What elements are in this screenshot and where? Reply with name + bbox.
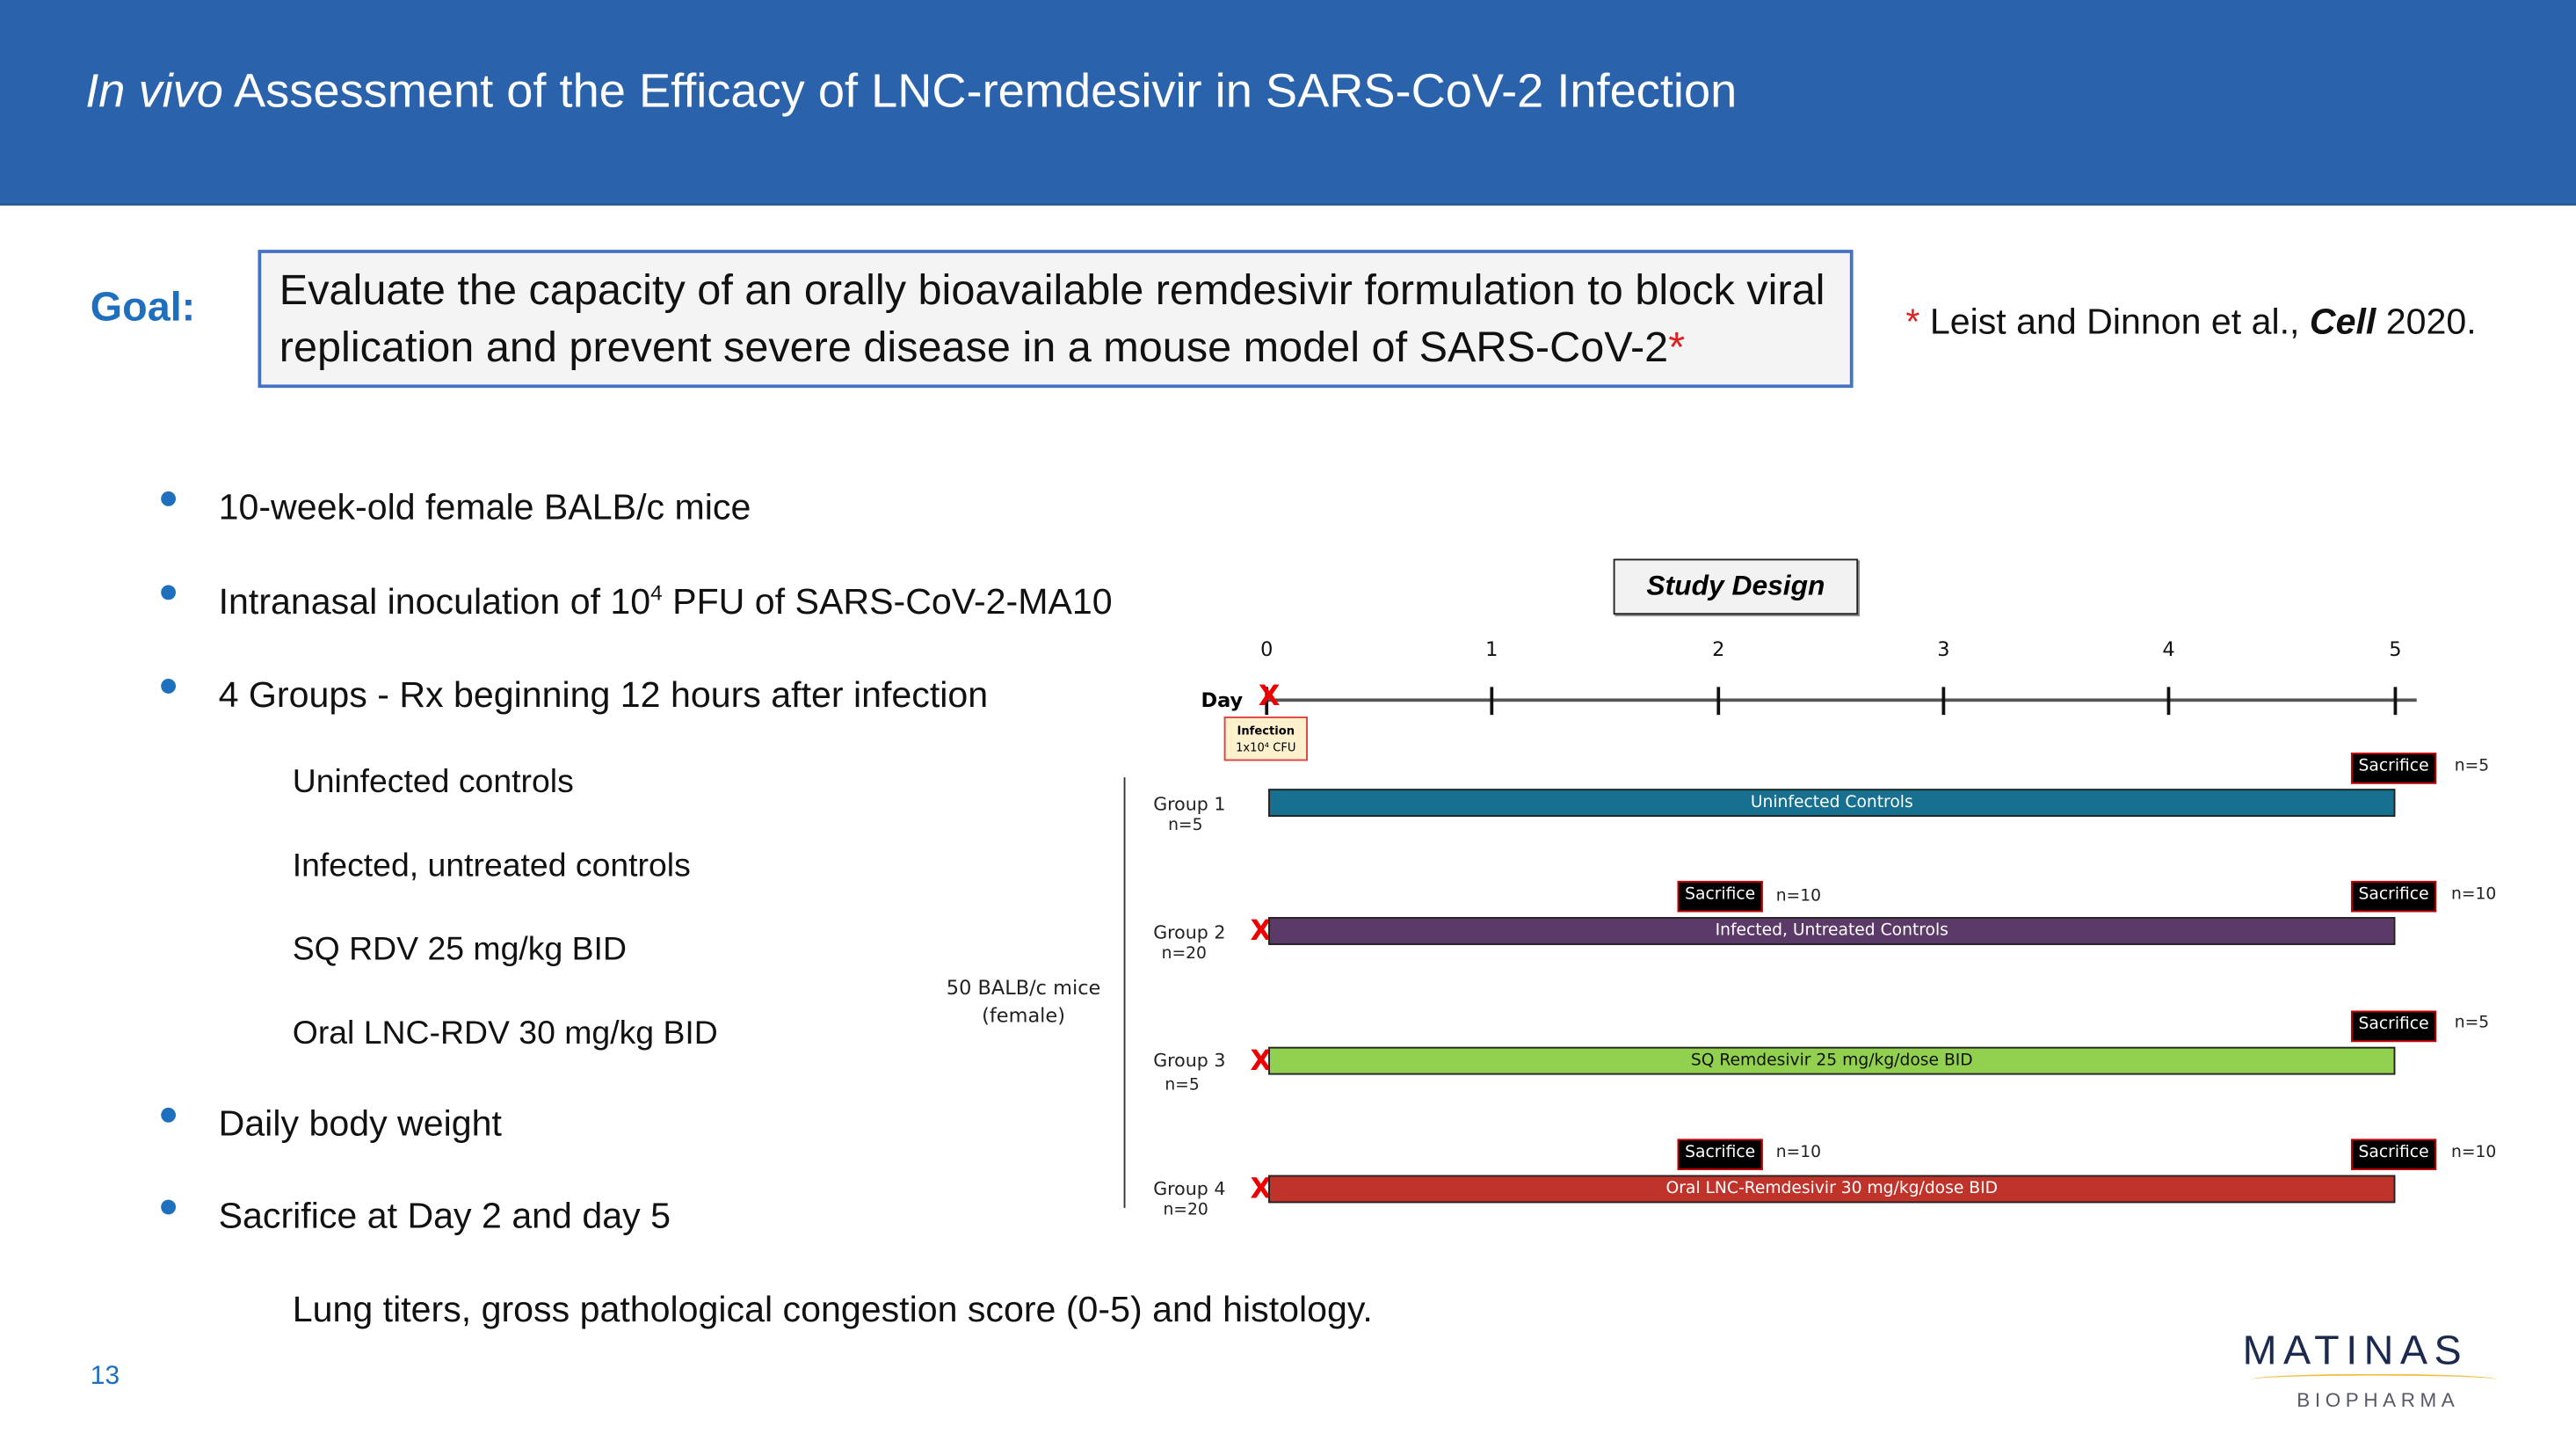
bullet-icon — [161, 1107, 177, 1123]
sacrifice-n: n=10 — [1775, 1144, 1822, 1162]
day-tick — [1265, 687, 1269, 716]
citation-journal: Cell — [2309, 301, 2376, 342]
sacrifice-box: Sacrifice — [2350, 753, 2437, 784]
timeline-axis — [1266, 698, 2417, 702]
group-label: Group 1 — [1153, 793, 1226, 816]
day-axis-label: Day — [1201, 688, 1244, 712]
group-bar: Oral LNC-Remdesivir 30 mg/kg/dose BID — [1268, 1175, 2396, 1204]
inoculation-text: Intranasal inoculation of 10 — [218, 580, 651, 622]
slide-header: In vivo Assessment of the Efficacy of LN… — [0, 0, 2576, 206]
group-bar: SQ Remdesivir 25 mg/kg/dose BID — [1268, 1046, 2396, 1075]
day-tick — [1490, 687, 1494, 716]
group-label: Group 4 — [1153, 1178, 1226, 1200]
group-bar: Infected, Untreated Controls — [1268, 917, 2396, 945]
mice-label: 50 BALB/c mice (female) — [941, 974, 1106, 1030]
logo-arc — [2250, 1373, 2498, 1386]
infection-box: Infection 1x10⁴ CFU — [1223, 717, 1308, 761]
bullet-sacrifice: Sacrifice at Day 2 and day 5 — [218, 1194, 671, 1236]
day-tick-label: 2 — [1712, 637, 1725, 661]
day-tick — [2393, 687, 2398, 716]
mice-label-line2: (female) — [982, 1004, 1065, 1028]
goal-text: Evaluate the capacity of an orally bioav… — [279, 264, 1825, 372]
group-item: SQ RDV 25 mg/kg BID — [292, 931, 627, 969]
citation: * Leist and Dinnon et al., Cell 2020. — [1905, 301, 2476, 344]
inoculation-exponent: 4 — [650, 579, 663, 605]
sacrifice-n: n=5 — [2454, 757, 2490, 776]
bullet-icon — [161, 585, 177, 600]
group-n: n=5 — [1165, 1076, 1200, 1095]
goal-box: Evaluate the capacity of an orally bioav… — [258, 250, 1854, 389]
sacrifice-n: n=10 — [2450, 885, 2497, 905]
citation-year: 2020. — [2376, 301, 2477, 342]
bullet-icon — [161, 679, 177, 694]
group-n: n=20 — [1163, 1201, 1208, 1220]
group-item: Oral LNC-RDV 30 mg/kg BID — [292, 1015, 718, 1052]
bullet-icon — [161, 1199, 177, 1215]
infection-marker-icon: X — [1250, 1173, 1273, 1207]
infection-dose: 1x10⁴ CFU — [1236, 741, 1296, 755]
logo-sub: BIOPHARMA — [2297, 1388, 2460, 1412]
study-design-title: Study Design — [1613, 558, 1859, 615]
goal-asterisk: * — [1668, 322, 1686, 372]
goal-label: Goal: — [90, 284, 196, 331]
day-tick-label: 1 — [1485, 637, 1498, 661]
citation-asterisk: * — [1905, 301, 1920, 342]
sacrifice-box: Sacrifice — [2350, 880, 2437, 913]
inoculation-text-2: PFU of SARS-CoV-2-MA10 — [662, 580, 1113, 622]
infection-marker-icon: X — [1250, 915, 1273, 949]
day-tick — [2166, 687, 2171, 716]
group-item: Uninfected controls — [292, 764, 574, 801]
sacrifice-box: Sacrifice — [1677, 880, 1763, 913]
mice-label-line1: 50 BALB/c mice — [946, 976, 1101, 1000]
group-bracket-line — [1123, 777, 1126, 1208]
infection-label: Infection — [1237, 724, 1295, 739]
bullet-body-weight: Daily body weight — [218, 1102, 502, 1145]
title-text: Assessment of the Efficacy of LNC-remdes… — [222, 65, 1738, 119]
group-bar: Uninfected Controls — [1268, 789, 2396, 818]
group-item: Infected, untreated controls — [292, 848, 691, 884]
sacrifice-n: n=10 — [2450, 1144, 2497, 1162]
endpoints-text: Lung titers, gross pathological congesti… — [292, 1288, 1373, 1330]
day-tick-label: 5 — [2389, 637, 2402, 661]
day-tick — [1716, 687, 1721, 716]
day-tick-label: 3 — [1937, 637, 1950, 661]
sacrifice-n: n=5 — [2454, 1014, 2490, 1032]
infection-marker-icon: X — [1250, 1044, 1273, 1079]
logo-main: MATINAS — [2242, 1328, 2469, 1374]
sacrifice-box: Sacrifice — [2350, 1139, 2437, 1170]
sacrifice-n: n=10 — [1775, 887, 1822, 906]
day-tick — [1941, 687, 1946, 716]
citation-authors: Leist and Dinnon et al., — [1919, 301, 2310, 342]
bullet-inoculation: Intranasal inoculation of 104 PFU of SAR… — [219, 580, 1113, 623]
bullet-icon — [161, 491, 177, 506]
sacrifice-box: Sacrifice — [2350, 1010, 2437, 1043]
sacrifice-box: Sacrifice — [1677, 1139, 1763, 1170]
group-label: Group 2 — [1153, 921, 1226, 943]
day-tick-label: 0 — [1260, 637, 1273, 661]
group-n: n=5 — [1168, 817, 1203, 835]
day-tick-label: 4 — [2162, 637, 2175, 661]
title-italic: In vivo — [85, 65, 223, 119]
group-label: Group 3 — [1153, 1050, 1226, 1072]
bullet-groups: 4 Groups - Rx beginning 12 hours after i… — [218, 673, 989, 716]
infection-marker-icon: X — [1258, 680, 1281, 714]
bullet-mice: 10-week-old female BALB/c mice — [218, 486, 751, 528]
group-n: n=20 — [1161, 944, 1207, 964]
slide-title: In vivo Assessment of the Efficacy of LN… — [85, 66, 1737, 120]
page-number: 13 — [90, 1362, 120, 1391]
